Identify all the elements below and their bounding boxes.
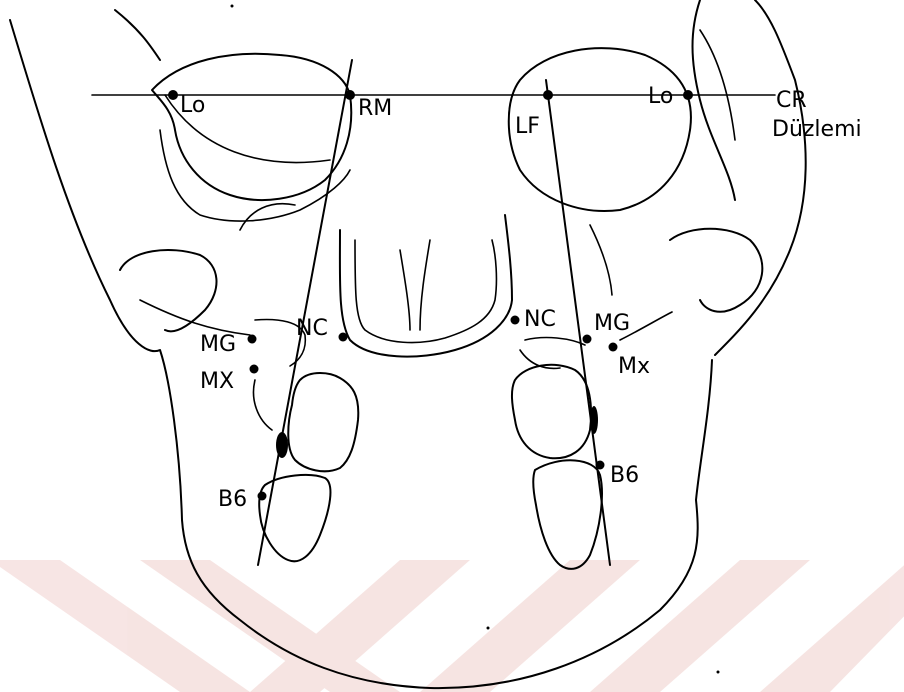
- molar-lower-left: [533, 460, 602, 569]
- point-b6-left: [596, 461, 605, 470]
- label-nc-left: NC: [524, 307, 556, 332]
- nasal-concha-right: [240, 204, 295, 230]
- orbit-right: [152, 54, 351, 200]
- point-lo-right: [168, 90, 178, 100]
- mandible-notch-right: [140, 300, 250, 335]
- point-b6-right: [258, 492, 267, 501]
- zygoma-left: [670, 229, 762, 312]
- point-nc-left: [511, 316, 520, 325]
- label-mx-left: Mx: [618, 354, 650, 379]
- rm-reference-line: [258, 60, 352, 565]
- zygoma-right: [120, 250, 216, 331]
- point-mg-right: [248, 335, 257, 344]
- molar-contact-left: [590, 406, 598, 434]
- skull-top-right: [115, 10, 160, 60]
- molar-upper-right: [288, 373, 358, 471]
- label-cr: CR: [776, 88, 807, 113]
- label-b6-right: B6: [218, 487, 247, 512]
- orbit-right-inner: [160, 130, 350, 221]
- point-lf: [543, 90, 553, 100]
- point-mx-right: [250, 365, 259, 374]
- label-mg-left: MG: [594, 311, 630, 336]
- point-rm: [345, 90, 355, 100]
- nasal-septum-right: [420, 240, 430, 330]
- label-nc-right: NC: [296, 316, 328, 341]
- label-mx-right: MX: [200, 369, 234, 394]
- label-lf: LF: [515, 114, 540, 139]
- speck: [717, 671, 720, 674]
- orbit-left-arc: [700, 30, 735, 140]
- label-mg-right: MG: [200, 332, 236, 357]
- nasal-concha-left: [590, 225, 612, 295]
- point-nc-right: [339, 333, 348, 342]
- molar-lower-right: [259, 475, 330, 561]
- point-lo-left: [683, 90, 693, 100]
- watermark-stripe: [590, 560, 810, 692]
- point-mg-left: [583, 335, 592, 344]
- label-rm: RM: [358, 96, 392, 121]
- maxilla-left: [525, 338, 585, 345]
- nasal-septum-left: [400, 250, 410, 330]
- speck: [487, 627, 490, 630]
- nasal-cavity-outer: [340, 215, 512, 357]
- watermark-stripe: [420, 560, 640, 692]
- tooth-root-right: [254, 380, 272, 430]
- label-lo-right: Lo: [180, 93, 205, 118]
- watermark: [0, 560, 904, 692]
- speck: [231, 5, 234, 8]
- label-b6-left: B6: [610, 463, 639, 488]
- molar-contact-right: [276, 432, 288, 458]
- nasal-cavity-inner: [355, 240, 496, 343]
- point-mx-left: [609, 343, 618, 352]
- molar-upper-left: [512, 365, 591, 458]
- label-lo-left: Lo: [648, 84, 673, 109]
- label-duzlemi: Düzlemi: [772, 117, 862, 142]
